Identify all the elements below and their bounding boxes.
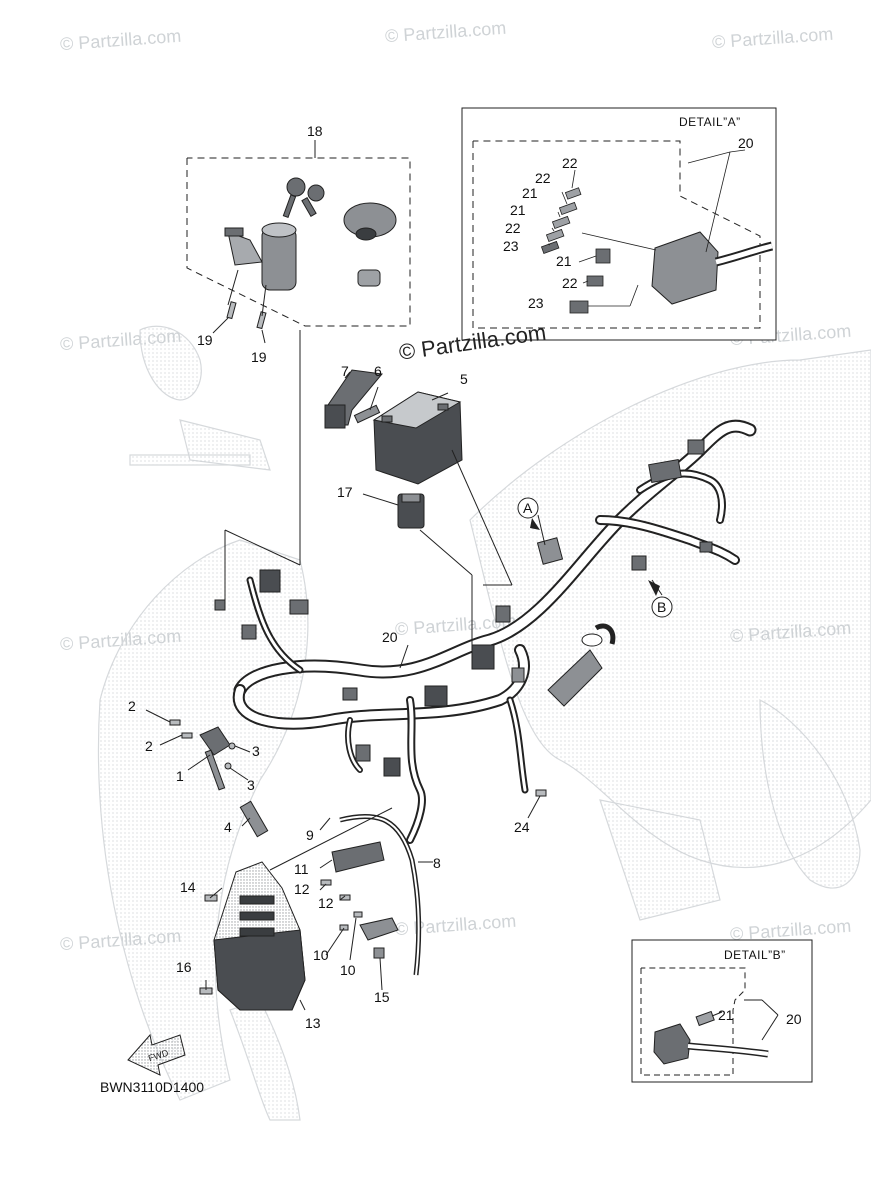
bracket-1 [169, 719, 236, 791]
key [282, 177, 325, 219]
callout-21: 21 [718, 1007, 734, 1023]
callout-22: 22 [562, 275, 578, 291]
callout-21: 21 [522, 185, 538, 201]
callout-11: 11 [294, 861, 309, 877]
callout-6: 6 [374, 363, 382, 379]
detail-b-title: DETAIL”B” [724, 948, 786, 962]
callout-10: 10 [313, 947, 329, 963]
callout-19: 19 [251, 349, 267, 365]
callout-22: 22 [535, 170, 551, 186]
relay [397, 493, 425, 529]
callout-13: 13 [305, 1015, 321, 1031]
screw-19 [226, 301, 267, 330]
callout-21: 21 [556, 253, 572, 269]
callout-8: 8 [433, 855, 441, 871]
detail-a-title: DETAIL”A” [679, 115, 741, 129]
band-11 [331, 841, 385, 873]
harness-connectors [214, 439, 713, 777]
callout-14: 14 [180, 879, 196, 895]
callout-23: 23 [528, 295, 544, 311]
detail-b-box [631, 939, 813, 1083]
fuse-holder [547, 623, 616, 707]
callout-20: 20 [738, 135, 754, 151]
seat-lock-cover [343, 202, 397, 241]
callout-7: 7 [341, 363, 349, 379]
marker-a-label: A [523, 500, 533, 516]
callout-9: 9 [306, 827, 314, 843]
marker-b [648, 580, 673, 618]
battery [372, 391, 463, 485]
battery-terminal-cover [353, 404, 381, 424]
callout-10: 10 [340, 962, 356, 978]
callout-5: 5 [460, 371, 468, 387]
callout-1: 1 [176, 768, 184, 784]
callout-2: 2 [145, 738, 153, 754]
callout-15: 15 [374, 989, 390, 1005]
ignition-switch [224, 222, 297, 291]
callout-3: 3 [247, 777, 255, 793]
callout-18: 18 [307, 123, 323, 139]
lead-wire-8-inner [339, 815, 420, 976]
detail-a-box [461, 107, 777, 341]
battery-band [324, 369, 383, 429]
callout-22: 22 [505, 220, 521, 236]
callout-2: 2 [128, 698, 136, 714]
callout-21: 21 [510, 202, 526, 218]
diagram-code: BWN3110D1400 [100, 1079, 204, 1095]
marker-a [517, 497, 540, 530]
callout-12: 12 [318, 895, 334, 911]
forward-arrow-icon [127, 1033, 186, 1076]
callout-3: 3 [252, 743, 260, 759]
bracket-15 [359, 917, 399, 959]
leader-lines [145, 330, 663, 1011]
callout-23: 23 [503, 238, 519, 254]
grip-4 [239, 800, 269, 838]
callout-20: 20 [786, 1011, 802, 1027]
callout-20: 20 [382, 629, 398, 645]
callout-16: 16 [176, 959, 192, 975]
callout-12: 12 [294, 881, 310, 897]
callout-4: 4 [224, 819, 232, 835]
kit-18-box [186, 157, 411, 327]
bolts-small [199, 789, 547, 995]
callout-24: 24 [514, 819, 530, 835]
callout-17: 17 [337, 484, 353, 500]
marker-b-label: B [657, 599, 666, 615]
callout-19: 19 [197, 332, 213, 348]
lock-cylinder [357, 269, 381, 287]
cover-13 [213, 861, 306, 1011]
callout-22: 22 [562, 155, 578, 171]
